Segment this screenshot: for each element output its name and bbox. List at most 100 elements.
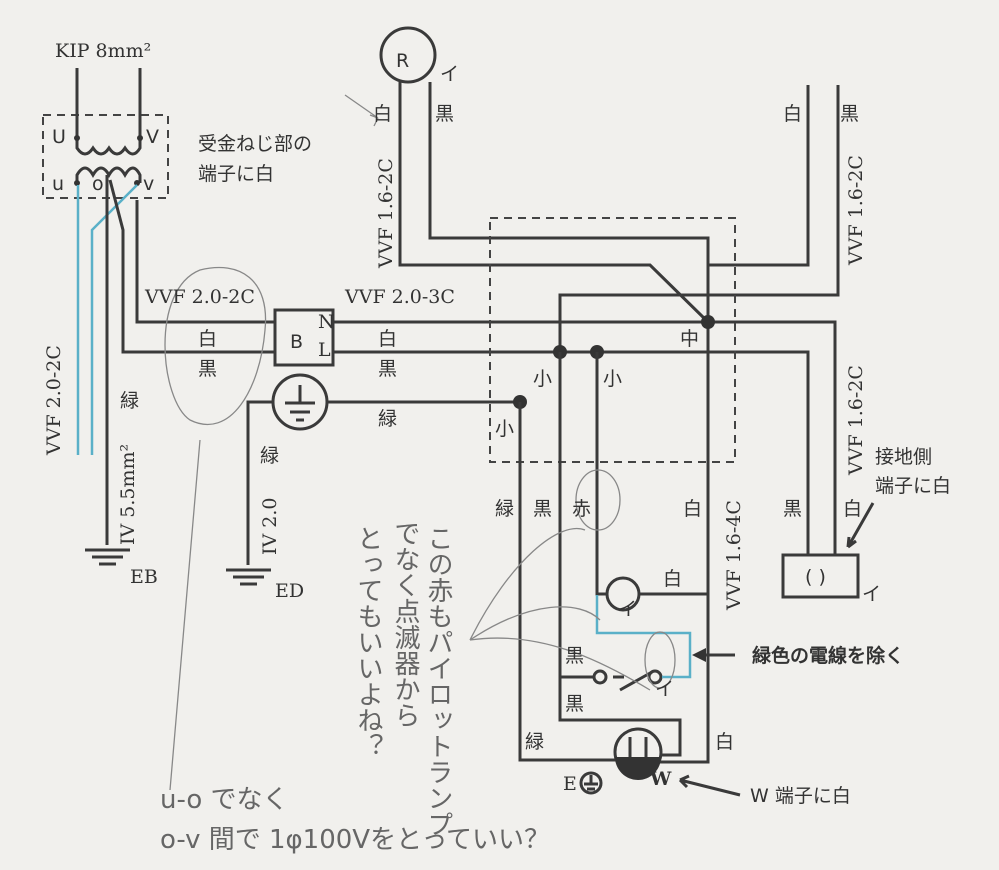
terminal-u xyxy=(74,180,80,186)
wire-color-label: 黒 xyxy=(533,498,552,520)
v-label: v xyxy=(143,173,154,195)
note-r: 受金ねじ部の xyxy=(198,133,312,155)
handwritten-note: u-o でなく xyxy=(160,785,289,815)
handwritten-note: とってもいいよね？ xyxy=(353,525,383,759)
w-label: W xyxy=(649,768,672,790)
blue-wires xyxy=(76,184,138,455)
secondary-coil xyxy=(75,166,142,183)
wire-color-label: 黒 xyxy=(565,645,584,667)
outlet-slots xyxy=(628,737,648,757)
switch-contact xyxy=(592,669,608,685)
r-label: R xyxy=(396,50,409,72)
outlet-earth-icon xyxy=(579,771,603,795)
handwritten-note: この赤もパイロットランプ xyxy=(423,525,453,837)
handwritten-note: でなく点滅器から xyxy=(390,520,420,728)
junction-dot xyxy=(701,315,715,329)
pencil-circle xyxy=(575,469,621,531)
blue-wire xyxy=(595,595,692,679)
wire-color-label: 白 xyxy=(715,731,734,753)
i-label: イ xyxy=(618,598,637,620)
main-wires xyxy=(333,320,837,555)
cable-label: VVF 1.6-4C xyxy=(723,500,745,611)
pilot-lamp-icon xyxy=(605,576,641,612)
pencil-circle xyxy=(164,266,267,426)
pencil-circle xyxy=(644,631,676,689)
wire-color-label: 白 xyxy=(373,103,392,125)
cable-label: VVF 2.0-3C xyxy=(344,286,455,308)
cable-label: IV 5.5mm² xyxy=(117,444,139,545)
terminal-v xyxy=(134,180,140,186)
u-label: u xyxy=(52,173,64,195)
upper-wires xyxy=(398,82,840,764)
note-ground: 接地側 xyxy=(875,446,932,468)
l-label: L xyxy=(318,339,331,361)
terminal-V xyxy=(137,135,143,141)
ko-label: 小 xyxy=(603,368,622,390)
wire-color-label: 緑 xyxy=(525,731,544,753)
i-label: イ xyxy=(440,63,459,85)
arrow-icon xyxy=(846,502,875,549)
naka-label: 中 xyxy=(680,328,699,350)
cable-label: VVF 2.0-2C xyxy=(144,286,255,308)
breaker-box xyxy=(273,308,335,367)
wire-color-label: 緑 xyxy=(495,498,514,520)
wire-color-label: 赤 xyxy=(572,498,591,520)
pencil-lines xyxy=(169,439,651,791)
wire-color-label: 黒 xyxy=(565,693,584,715)
cable-label: VVF 2.0-2C xyxy=(43,345,65,456)
wire-color-label: 白 xyxy=(843,498,862,520)
note-green: 緑色の電線を除く xyxy=(752,644,904,667)
V-label: V xyxy=(146,126,159,148)
note-w: W 端子に白 xyxy=(750,785,851,807)
kip-wires xyxy=(75,68,142,138)
ground-eb-icon xyxy=(85,548,130,566)
earth-symbol-icon xyxy=(584,775,598,791)
wire-color-label: 白 xyxy=(683,498,702,520)
o-label: o xyxy=(92,173,104,195)
wire-color-label: 緑 xyxy=(260,445,279,467)
ground-wire xyxy=(246,400,520,565)
e-label: E xyxy=(563,773,577,795)
wire-color-label: 緑 xyxy=(120,390,139,412)
lower-wires xyxy=(518,352,708,762)
wire-color-label: 白 xyxy=(783,103,802,125)
wire-color-label: 黒 xyxy=(198,358,217,380)
ground-eb-label: EB xyxy=(130,566,158,588)
cable-label: IV 2.0 xyxy=(259,498,281,555)
breaker-label: B xyxy=(290,331,303,353)
ko-label: 小 xyxy=(495,418,514,440)
junction-box xyxy=(489,217,736,463)
ko-label: 小 xyxy=(533,368,552,390)
wire-color-label: 黒 xyxy=(378,358,397,380)
lamp-box xyxy=(781,553,860,599)
arrow-icon xyxy=(678,774,741,797)
i-label: イ xyxy=(655,678,674,700)
arrow-icon xyxy=(344,94,379,127)
wire-color-label: 白 xyxy=(198,328,217,350)
primary-coil xyxy=(75,138,142,156)
terminal-U xyxy=(74,135,80,141)
cable-label: VVF 1.6-2C xyxy=(375,158,397,269)
n-label: N xyxy=(318,311,335,333)
ground-ed-label: ED xyxy=(275,580,304,602)
wire-color-label: 黒 xyxy=(840,103,859,125)
source-wires xyxy=(105,175,275,545)
note-r: 端子に白 xyxy=(198,163,274,185)
wire-color-label: 黒 xyxy=(435,103,454,125)
earth-symbol-icon xyxy=(285,385,315,422)
outlet-ground xyxy=(615,757,661,780)
wire-color-label: 黒 xyxy=(783,498,802,520)
kip-label: KIP 8mm² xyxy=(55,40,151,62)
U-label: U xyxy=(52,126,66,148)
handwritten-note: o-v 間で 1φ100Vをとっていい？ xyxy=(160,825,550,855)
cable-label: VVF 1.6-2C xyxy=(845,365,867,476)
receptacle-R-icon xyxy=(379,26,437,84)
note-ground: 端子に白 xyxy=(875,475,951,497)
i-label: イ xyxy=(862,583,881,605)
wire-color-label: 白 xyxy=(663,568,682,590)
cable-label: VVF 1.6-2C xyxy=(845,155,867,266)
arrow-icon xyxy=(692,648,706,662)
wire-color-label: 緑 xyxy=(378,408,397,430)
